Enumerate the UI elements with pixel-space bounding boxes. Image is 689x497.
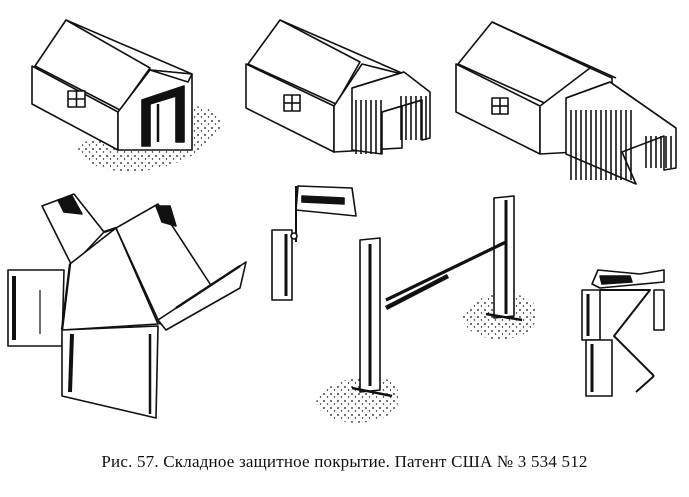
figure-caption: Рис. 57. Складное защитное покрытие. Пат… [101, 452, 588, 471]
fold-profile-detail [582, 270, 664, 396]
house-half-extended-cover [246, 20, 430, 154]
folded-cover [142, 86, 184, 146]
panel-unfolding-diagram [8, 194, 246, 418]
hinge-bracket-detail [272, 186, 356, 300]
house-fully-extended-cover [456, 22, 676, 184]
posts-with-strut [316, 196, 537, 423]
gravel-pad [316, 376, 400, 423]
house-folded-cover [32, 20, 222, 172]
